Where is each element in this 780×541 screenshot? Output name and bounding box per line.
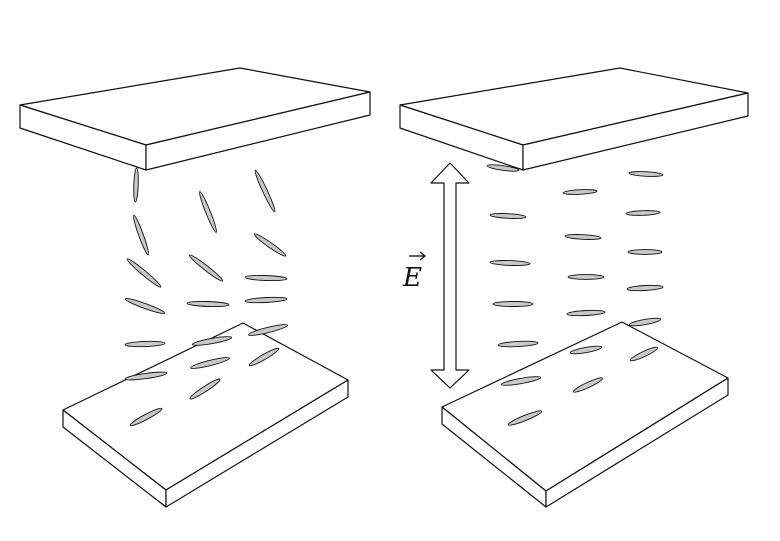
lc-molecule — [486, 164, 520, 172]
right-bottom-plate — [441, 321, 729, 508]
lc-molecule — [248, 324, 288, 336]
lc-molecule — [489, 213, 527, 219]
lc-molecule — [188, 254, 224, 282]
lc-molecule — [248, 347, 280, 367]
lc-molecule — [627, 249, 663, 255]
lc-molecule — [573, 377, 603, 393]
field-label: E — [402, 263, 422, 293]
lc-molecule — [625, 210, 661, 216]
lc-molecule — [628, 317, 662, 327]
lc-molecule — [566, 309, 606, 317]
lc-molecule — [492, 301, 534, 307]
lc-molecule — [489, 260, 531, 266]
lc-molecule — [500, 376, 542, 386]
lc-molecule — [126, 258, 162, 288]
left-bottom-plate — [62, 322, 349, 508]
lc-molecule — [567, 274, 605, 280]
lc-molecule — [626, 284, 664, 292]
left-cell — [19, 67, 371, 508]
lc-molecule — [199, 191, 217, 233]
lc-molecule — [133, 167, 139, 203]
lc-molecule — [133, 214, 149, 256]
lc-molecule — [190, 357, 230, 369]
lc-molecule — [507, 410, 543, 426]
right-cell: E — [399, 67, 749, 508]
field-label-group: E — [402, 251, 427, 293]
lc-molecule — [186, 300, 230, 308]
lc-molecule — [124, 371, 168, 381]
vector-arrow-icon — [409, 251, 427, 261]
lc-molecule — [191, 336, 233, 346]
lc-molecule — [569, 345, 603, 355]
electric-field-arrow — [430, 162, 470, 389]
lc-molecule — [244, 274, 288, 282]
lc-molecule — [254, 169, 276, 213]
right-molecules — [486, 164, 664, 426]
lc-molecule — [129, 407, 163, 427]
left-top-plate — [19, 67, 371, 171]
lc-molecule — [564, 234, 602, 240]
right-top-plate — [399, 67, 749, 171]
lc-molecule — [124, 297, 166, 315]
lc-molecule — [189, 378, 221, 400]
lc-molecule — [562, 189, 598, 195]
lc-molecule — [244, 296, 288, 304]
left-molecules — [124, 167, 288, 427]
lc-molecule — [497, 340, 539, 348]
lc-molecule — [628, 171, 664, 177]
lc-molecule — [124, 340, 166, 348]
lc-molecule — [629, 346, 659, 362]
lc-molecule — [253, 233, 287, 257]
